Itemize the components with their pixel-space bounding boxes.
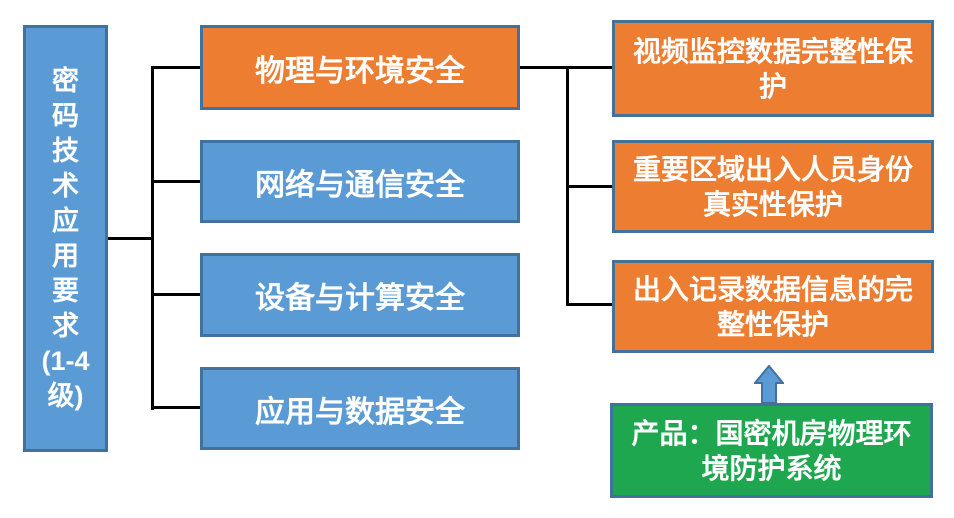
root-char: 术 — [52, 170, 79, 201]
connector-branch-application — [151, 406, 200, 409]
root-char: 应 — [52, 205, 79, 236]
root-char: 求 — [52, 310, 79, 341]
node-network-communication-security: 网络与通信安全 — [200, 140, 520, 223]
connector-branch-record — [566, 303, 612, 306]
connector-branch-device — [151, 293, 200, 296]
root-char: 级) — [47, 380, 84, 411]
node-access-record-data-integrity: 出入记录数据信息的完整性保护 — [612, 260, 934, 353]
connector-root-stub — [108, 237, 152, 240]
root-char: 密 — [52, 65, 79, 96]
node-application-data-security: 应用与数据安全 — [200, 367, 520, 450]
node-physical-environment-security: 物理与环境安全 — [200, 25, 520, 110]
node-device-computing-security: 设备与计算安全 — [200, 253, 520, 337]
node-crypto-application-requirements: 密 码 技 术 应 用 要 求 (1-4 级) — [23, 25, 108, 452]
up-arrow-icon — [752, 364, 786, 404]
connector-branch-physical — [151, 66, 200, 69]
root-char: 用 — [52, 240, 79, 271]
root-char: (1-4 — [41, 345, 90, 376]
node-video-surveillance-data-integrity: 视频监控数据完整性保护 — [612, 20, 934, 117]
connector-left-trunk — [151, 66, 154, 410]
connector-branch-network — [151, 180, 200, 183]
root-char: 要 — [52, 275, 79, 306]
node-product-guomi-room-protection-system: 产品：国密机房物理环境防护系统 — [610, 403, 933, 498]
root-char: 码 — [52, 100, 79, 131]
connector-branch-identity — [566, 185, 612, 188]
root-char: 技 — [52, 135, 79, 166]
node-personnel-identity-authenticity: 重要区域出入人员身份真实性保护 — [612, 140, 934, 233]
